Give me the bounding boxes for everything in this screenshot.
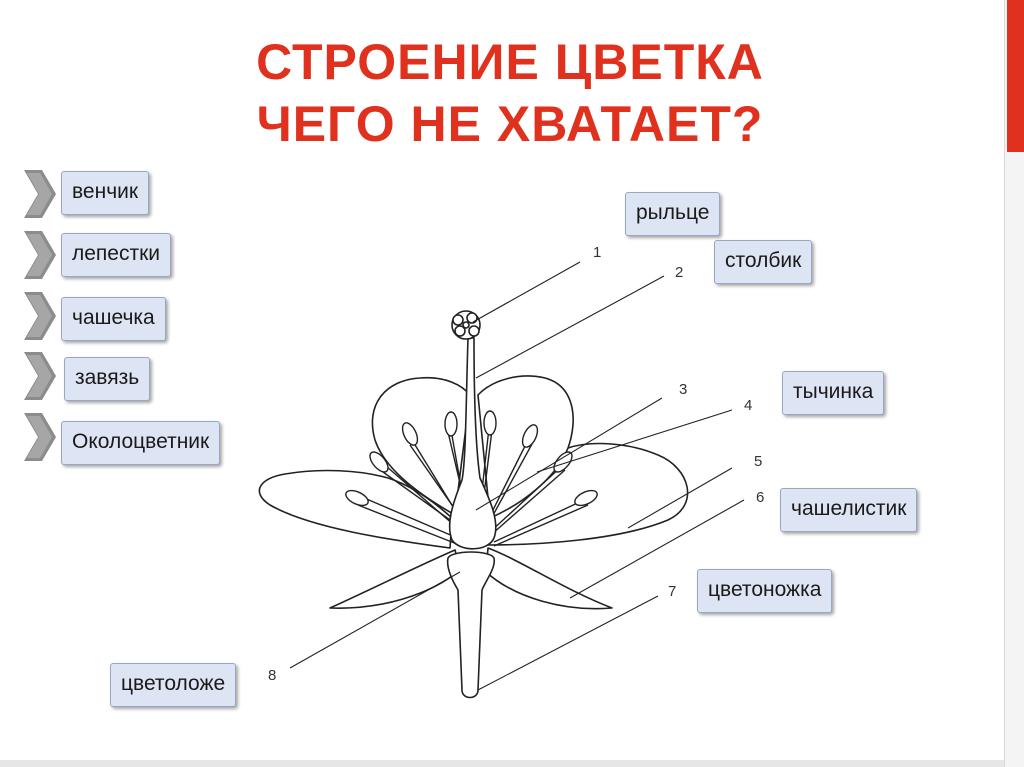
diagram-number: 4 [744, 397, 752, 414]
diagram-number: 2 [675, 264, 683, 281]
term-okolocvetnik[interactable]: Околоцветник [61, 421, 221, 465]
term-chashechka[interactable]: чашечка [61, 297, 166, 341]
chevron-right-icon [24, 231, 56, 279]
term-venchik[interactable]: венчик [61, 171, 150, 215]
diagram-number: 3 [679, 381, 687, 398]
label-tychinka[interactable]: тычинка [782, 371, 885, 415]
chevron-right-icon [24, 170, 56, 218]
label-cvetonozhka[interactable]: цветоножка [697, 569, 833, 613]
diagram-number: 5 [754, 453, 762, 470]
label-stolbik[interactable]: столбик [714, 240, 813, 284]
term-zavyaz[interactable]: завязь [64, 357, 151, 401]
right-accent-bar [1007, 0, 1024, 152]
right-side-bar [1005, 0, 1024, 767]
chevron-right-icon [24, 352, 56, 400]
label-cvetolozhe[interactable]: цветоложе [110, 663, 237, 707]
slide-title-line-1: СТРОЕНИЕ ЦВЕТКА [256, 34, 764, 90]
diagram-number: 8 [268, 667, 276, 684]
diagram-number: 6 [756, 489, 764, 506]
diagram-number: 7 [668, 583, 676, 600]
chevron-right-icon [24, 413, 56, 461]
term-lepestki[interactable]: лепестки [61, 233, 172, 277]
label-rylce[interactable]: рыльце [625, 192, 721, 236]
slide-title-line-2: ЧЕГО НЕ ХВАТАЕТ? [256, 96, 764, 152]
diagram-number: 1 [593, 244, 601, 261]
chevron-right-icon [24, 292, 56, 340]
bottom-strip [0, 760, 1004, 767]
label-chashelistik[interactable]: чашелистик [780, 488, 918, 532]
